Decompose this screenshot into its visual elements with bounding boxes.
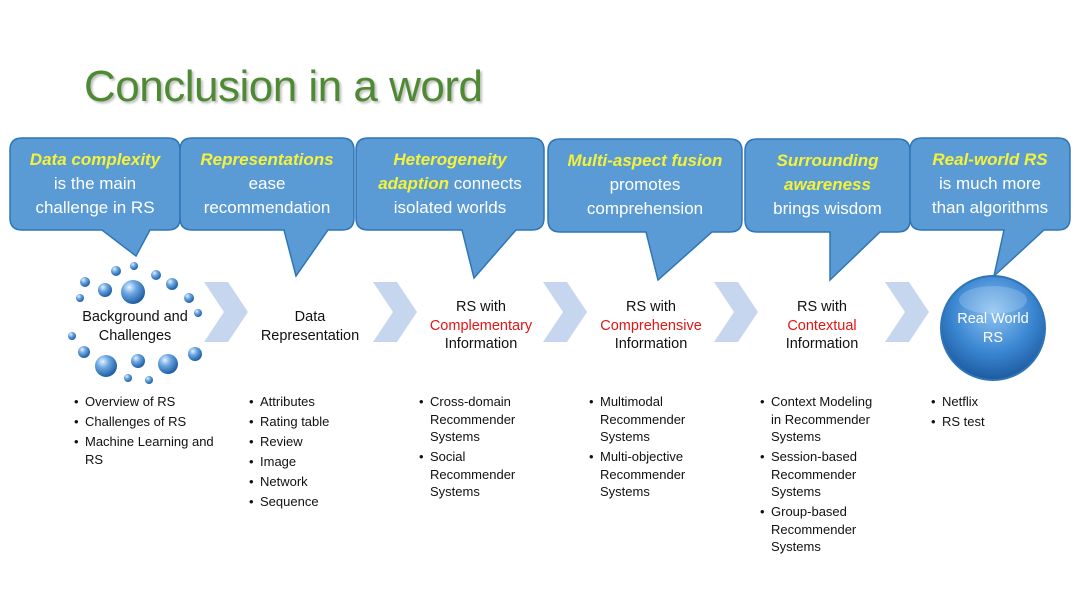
list-item: Review <box>249 433 379 451</box>
callout-highlight: Data complexity <box>29 150 161 169</box>
bullet-list-complementary: Cross-domain Recommender Systems Social … <box>419 393 544 503</box>
list-item: Challenges of RS <box>74 413 214 431</box>
stage-line: RS <box>982 329 1004 346</box>
callout-highlight: awareness <box>784 175 871 194</box>
list-item: Multimodal Recommender Systems <box>589 393 714 446</box>
stage-label-real-world: Real World RS <box>940 310 1046 347</box>
stage-keyword: Comprehensive <box>600 317 702 334</box>
stage-line: Information <box>444 336 518 352</box>
callout-line: ease <box>248 174 286 193</box>
stage-label-comprehensive: RS with Comprehensive Information <box>588 298 714 354</box>
list-item: RS test <box>931 413 1041 431</box>
callout-text-representations: Representations ease recommendation <box>180 148 354 220</box>
callout-text-multi-aspect: Multi-aspect fusion promotes comprehensi… <box>548 149 742 221</box>
callout-highlight: Heterogeneity <box>393 150 507 169</box>
callout-bubble-representations <box>179 137 355 278</box>
list-item: Session-based Recommender Systems <box>760 448 882 501</box>
chevron-arrow-5 <box>885 282 929 342</box>
callout-line: comprehension <box>586 199 704 218</box>
callout-bubble-multi-aspect <box>547 138 743 282</box>
stage-line: Data <box>294 309 326 325</box>
stage-label-contextual: RS with Contextual Information <box>760 298 884 354</box>
stage-label-background: Background and Challenges <box>70 308 200 345</box>
list-item: Attributes <box>249 393 379 411</box>
list-item: Social Recommender Systems <box>419 448 544 501</box>
callout-text-heterogeneity: Heterogeneity adaption connects isolated… <box>356 148 544 220</box>
bullet-list-comprehensive: Multimodal Recommender Systems Multi-obj… <box>589 393 714 503</box>
callout-line: than algorithms <box>931 198 1049 217</box>
stage-line: Challenges <box>98 327 172 344</box>
callout-line: isolated worlds <box>393 198 507 217</box>
callout-line: adaption connects <box>356 172 544 196</box>
bullet-list-background: Overview of RS Challenges of RS Machine … <box>74 393 214 471</box>
stage-label-complementary: RS with Complementary Information <box>418 298 544 354</box>
list-item: Image <box>249 453 379 471</box>
list-item: Netflix <box>931 393 1041 411</box>
callout-line-rest: connects <box>449 174 522 193</box>
stage-line: Real World <box>957 311 1029 327</box>
callout-highlight: adaption <box>378 174 450 193</box>
callout-text-real-world: Real-world RS is much more than algorith… <box>910 148 1070 220</box>
list-item: Context Modeling in Recommender Systems <box>760 393 882 446</box>
callout-line: brings wisdom <box>773 199 882 218</box>
list-item: Group-based Recommender Systems <box>760 503 882 556</box>
callout-bubble-surrounding <box>744 138 911 282</box>
callout-line: challenge in RS <box>35 198 155 217</box>
callout-text-surrounding: Surrounding awareness brings wisdom <box>745 149 910 221</box>
chevron-arrow-3 <box>543 282 587 342</box>
callout-line: recommendation <box>203 198 331 217</box>
stage-line: Information <box>785 336 859 352</box>
stage-line: RS with <box>456 299 506 315</box>
stage-label-data-representation: Data Representation <box>250 308 370 345</box>
bullet-list-real-world: Netflix RS test <box>931 393 1041 433</box>
bullet-list-representation: Attributes Rating table Review Image Net… <box>249 393 379 513</box>
callout-text-data-complexity: Data complexity is the main challenge in… <box>10 148 180 220</box>
list-item: Network <box>249 473 379 491</box>
callout-line: is much more <box>938 174 1042 193</box>
stage-keyword: Contextual <box>787 317 857 334</box>
chevron-arrow-4 <box>714 282 758 342</box>
real-world-globe <box>940 275 1046 381</box>
slide-title: Conclusion in a word <box>84 62 483 111</box>
callout-line: is the main <box>53 174 137 193</box>
callout-line: promotes <box>609 175 681 194</box>
chevron-arrow-2 <box>373 282 417 342</box>
callout-bubble-real-world <box>909 137 1071 279</box>
callout-highlight: Representations <box>200 150 334 169</box>
callout-highlight: Multi-aspect fusion <box>567 151 723 170</box>
stage-line: RS with <box>626 299 676 315</box>
chevron-arrow-1 <box>204 282 248 342</box>
list-item: Rating table <box>249 413 379 431</box>
stage-line: RS with <box>797 299 847 315</box>
list-item: Cross-domain Recommender Systems <box>419 393 544 446</box>
stage-line: Information <box>614 336 688 352</box>
list-item: Machine Learning and RS <box>74 433 214 468</box>
stage-line: Representation <box>260 327 360 344</box>
list-item: Multi-objective Recommender Systems <box>589 448 714 501</box>
stage-line: Background and <box>82 309 188 325</box>
callout-highlight: Surrounding <box>776 151 879 170</box>
stage-keyword: Complementary <box>429 317 533 334</box>
callout-bubble-data-complexity <box>9 137 181 258</box>
callout-bubble-heterogeneity <box>355 137 545 280</box>
bullet-list-contextual: Context Modeling in Recommender Systems … <box>760 393 882 558</box>
callout-highlight: Real-world RS <box>932 150 1048 169</box>
list-item: Sequence <box>249 493 379 511</box>
list-item: Overview of RS <box>74 393 214 411</box>
bubble-cluster-icon <box>68 262 202 384</box>
